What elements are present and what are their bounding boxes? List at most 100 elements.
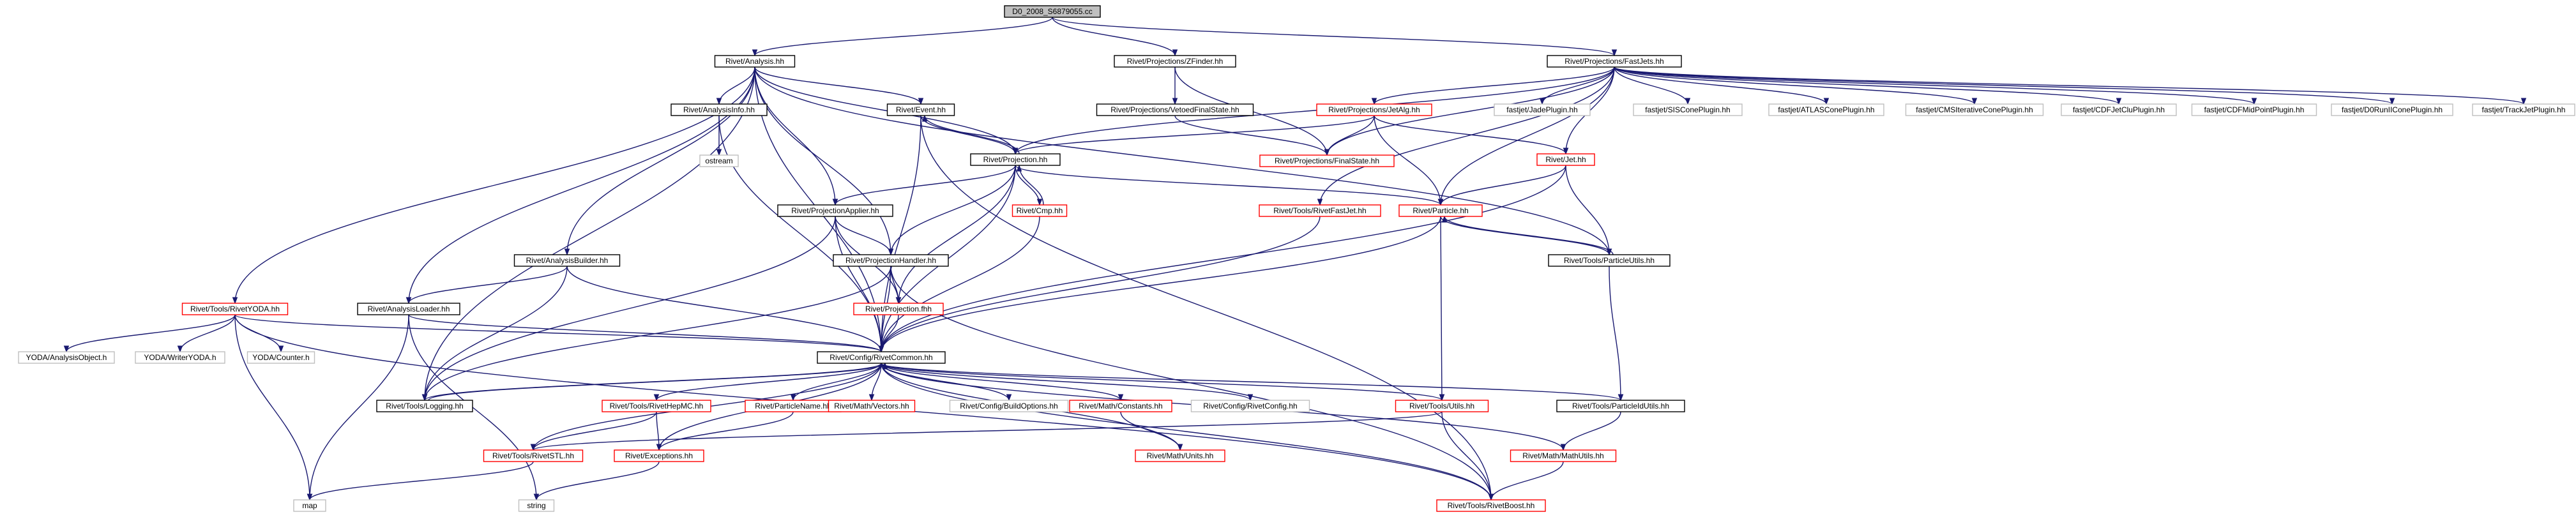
- edge-line: [658, 411, 794, 451]
- node-exceptions[interactable]: Rivet/Exceptions.hh: [614, 449, 704, 462]
- node-label: Rivet/Math/Vectors.hh: [834, 402, 909, 410]
- dependency-edge: [832, 165, 1016, 206]
- edge-line: [1444, 216, 1614, 255]
- edge-line: [536, 461, 660, 500]
- node-zfinder[interactable]: Rivet/Projections/ZFinder.hh: [1114, 55, 1236, 68]
- node-particleidutils[interactable]: Rivet/Tools/ParticleIdUtils.hh: [1556, 400, 1685, 412]
- arrowhead: [564, 248, 570, 256]
- edges-layer: [63, 17, 2527, 501]
- node-box: [714, 55, 796, 68]
- edge-line: [1440, 165, 1566, 206]
- dependency-edge: [1609, 266, 1624, 402]
- edge-line: [234, 314, 310, 500]
- dependency-edge: [1488, 461, 1564, 501]
- node-box: [853, 303, 944, 315]
- dependency-edge: [1614, 66, 2527, 105]
- node-fastjets[interactable]: Rivet/Projections/FastJets.hh: [1547, 55, 1682, 68]
- arrowhead: [1172, 98, 1178, 105]
- node-logging[interactable]: Rivet/Tools/Logging.hh: [376, 400, 473, 412]
- arrowhead: [921, 114, 928, 122]
- dependency-edge: [234, 314, 313, 501]
- node-root[interactable]: D0_2008_S6879055.cc: [1004, 5, 1101, 18]
- edge-line: [1441, 411, 1492, 500]
- dependency-edge: [1539, 66, 1615, 105]
- node-label: Rivet/Tools/ParticleUtils.hh: [1564, 256, 1655, 265]
- arrowhead: [1036, 199, 1043, 206]
- node-analysisinfo[interactable]: Rivet/AnalysisInfo.hh: [671, 103, 768, 116]
- node-box: [2061, 103, 2177, 116]
- node-box: [1548, 254, 1671, 267]
- dependency-edge: [881, 363, 1445, 402]
- node-projection[interactable]: Rivet/Projection.hh: [970, 153, 1061, 166]
- node-label: fastjet/CDFJetCluPlugin.hh: [2073, 105, 2165, 114]
- dependency-edge: [656, 411, 794, 451]
- dependency-edge: [234, 314, 884, 353]
- edge-line: [754, 66, 891, 255]
- node-box: [1905, 103, 2044, 116]
- dependency-edge: [405, 266, 568, 305]
- node-label: Rivet/Analysis.hh: [725, 57, 784, 66]
- node-rivetboost[interactable]: Rivet/Tools/RivetBoost.hh: [1436, 499, 1546, 512]
- edge-line: [1015, 165, 1441, 206]
- node-atlascone: fastjet/ATLASConePlugin.hh: [1768, 103, 1884, 116]
- edge-line: [1614, 66, 2255, 105]
- arrowhead: [307, 493, 313, 501]
- node-projhandler[interactable]: Rivet/ProjectionHandler.hh: [833, 254, 949, 267]
- node-utils[interactable]: Rivet/Tools/Utils.hh: [1395, 400, 1489, 412]
- node-projectionfh[interactable]: Rivet/Projection.fhh: [853, 303, 944, 315]
- edge-line: [533, 411, 1443, 451]
- arrowhead: [533, 493, 540, 501]
- node-label: fastjet/ATLASConePlugin.hh: [1778, 105, 1874, 114]
- dependency-edge: [421, 66, 755, 402]
- node-analysisloader[interactable]: Rivet/AnalysisLoader.hh: [357, 303, 460, 315]
- dependency-edge: [1016, 164, 1044, 206]
- node-finalstate[interactable]: Rivet/Projections/FinalState.hh: [1259, 154, 1395, 167]
- node-rivethepmc[interactable]: Rivet/Tools/RivetHepMC.hh: [602, 400, 711, 412]
- edge-line: [1614, 66, 1827, 105]
- node-mathconstants[interactable]: Rivet/Math/Constants.hh: [1069, 400, 1172, 412]
- edge-line: [424, 266, 568, 401]
- node-box: [1190, 400, 1310, 412]
- node-box: [1510, 449, 1617, 462]
- node-mathunits[interactable]: Rivet/Math/Units.hh: [1135, 449, 1225, 462]
- node-label: Rivet/Math/Units.hh: [1147, 451, 1214, 460]
- node-event[interactable]: Rivet/Event.hh: [886, 103, 955, 116]
- node-rivetcommon[interactable]: Rivet/Config/RivetCommon.hh: [817, 351, 946, 364]
- node-box: [518, 499, 555, 512]
- edge-line: [234, 314, 882, 352]
- edge-line: [1326, 66, 1615, 156]
- node-rivetfastjet[interactable]: Rivet/Tools/RivetFastJet.hh: [1259, 204, 1381, 217]
- edge-line: [754, 66, 921, 105]
- node-rivetstl[interactable]: Rivet/Tools/RivetSTL.hh: [483, 449, 584, 462]
- dependency-edge: [790, 363, 882, 402]
- arrowhead: [752, 49, 758, 57]
- arrowhead: [656, 444, 662, 451]
- dependency-edge: [1012, 115, 1375, 155]
- node-label: ostream: [705, 156, 732, 165]
- arrowhead: [653, 394, 660, 402]
- node-particleutils[interactable]: Rivet/Tools/ParticleUtils.hh: [1548, 254, 1671, 267]
- node-particle[interactable]: Rivet/Particle.hh: [1398, 204, 1483, 217]
- arrowhead: [2389, 98, 2395, 105]
- node-label: Rivet/Math/Constants.hh: [1079, 402, 1162, 410]
- dependency-edge: [881, 363, 1254, 402]
- node-vetoedfs[interactable]: Rivet/Projections/VetoedFinalState.hh: [1096, 103, 1254, 116]
- dependency-edge: [878, 216, 1321, 353]
- edge-line: [890, 165, 1016, 255]
- node-jetalg[interactable]: Rivet/Projections/JetAlg.hh: [1316, 103, 1432, 116]
- node-projapplier[interactable]: Rivet/ProjectionApplier.hh: [777, 204, 893, 217]
- arrowhead: [1016, 164, 1022, 172]
- edge-line: [754, 66, 1610, 255]
- node-mathutils[interactable]: Rivet/Math/MathUtils.hh: [1510, 449, 1617, 462]
- node-vectors[interactable]: Rivet/Math/Vectors.hh: [828, 400, 916, 412]
- node-analysisbuilder[interactable]: Rivet/AnalysisBuilder.hh: [513, 254, 621, 267]
- node-box: [614, 449, 704, 462]
- node-rivetyoda[interactable]: Rivet/Tools/RivetYODA.hh: [181, 303, 289, 315]
- node-particlename[interactable]: Rivet/ParticleName.hh: [745, 400, 842, 412]
- node-yodacounter: YODA/Counter.h: [246, 351, 315, 364]
- node-box: [1768, 103, 1884, 116]
- node-analysis[interactable]: Rivet/Analysis.hh: [714, 55, 796, 68]
- node-jet[interactable]: Rivet/Jet.hh: [1536, 153, 1595, 166]
- edge-line: [1490, 461, 1564, 500]
- node-cmp[interactable]: Rivet/Cmp.hh: [1011, 204, 1068, 217]
